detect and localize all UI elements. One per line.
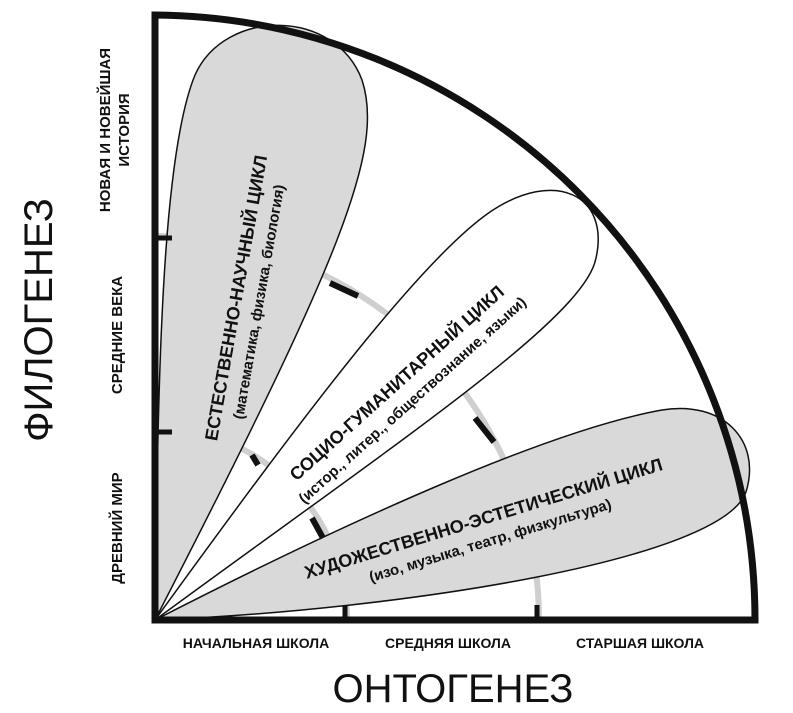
x-label-middle: СРЕДНЯЯ ШКОЛА	[385, 635, 511, 651]
y-label-middle-ages: СРЕДНИЕ ВЕКА	[109, 276, 126, 394]
y-label-modern-1: НОВАЯ И НОВЕЙШАЯ	[96, 48, 114, 212]
petal-art-aesthetic	[154, 407, 751, 621]
axis-ticks	[155, 235, 540, 620]
x-label-primary: НАЧАЛЬНАЯ ШКОЛА	[183, 635, 329, 651]
y-axis-title: ФИЛОГЕНЕЗ	[17, 198, 61, 442]
arc-dashes	[249, 280, 497, 540]
x-label-senior: СТАРШАЯ ШКОЛА	[576, 635, 704, 651]
quarter-circle-frame	[151, 11, 759, 624]
petal-natural-science	[154, 24, 369, 621]
y-label-modern-2: ИСТОРИЯ	[116, 93, 133, 166]
y-label-ancient: ДРЕВНИЙ МИР	[108, 472, 126, 583]
petal-socio-humanitarian	[154, 189, 599, 621]
x-axis-title: ОНТОГЕНЕЗ	[333, 667, 574, 711]
